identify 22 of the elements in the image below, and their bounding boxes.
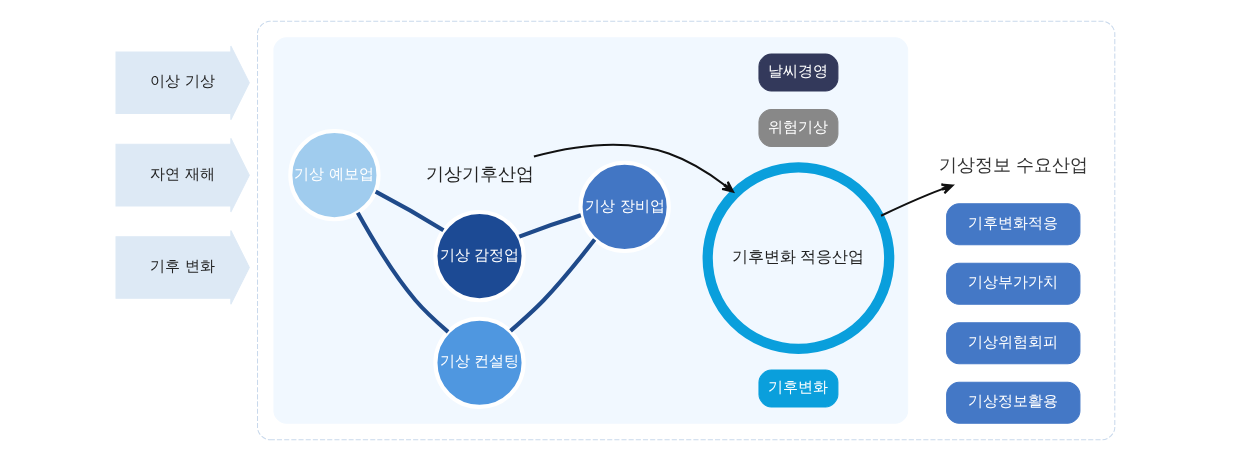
node-box: 날씨경영 xyxy=(757,53,838,92)
node-box: 기후변화적응 xyxy=(945,202,1080,245)
node-box: 위험기상 xyxy=(757,108,838,147)
cluster xyxy=(272,36,908,424)
connector xyxy=(355,211,449,333)
node-circle: 기상 예보업 xyxy=(287,128,381,221)
node-circle: 기상 컨설팅 xyxy=(432,316,526,409)
arrow xyxy=(880,183,954,217)
node-box: 기상위험회피 xyxy=(945,321,1080,364)
node-circle: 기상 장비업 xyxy=(578,160,671,253)
cluster xyxy=(256,20,1115,440)
arrow xyxy=(533,143,734,193)
node-box: 기상부가가치 xyxy=(945,262,1080,305)
connector xyxy=(518,212,581,238)
node-box: 기후변화 xyxy=(757,368,838,407)
connector xyxy=(508,237,596,332)
node-circle: 기상 감정업 xyxy=(432,209,526,302)
node-text: 기상기후산업 xyxy=(425,163,534,184)
node-circle: 기후변화 적응산업 xyxy=(702,161,894,354)
connector xyxy=(374,189,444,232)
node-box: 기상정보활용 xyxy=(945,381,1080,424)
node-text: 기상정보 수요산업 xyxy=(938,154,1088,175)
